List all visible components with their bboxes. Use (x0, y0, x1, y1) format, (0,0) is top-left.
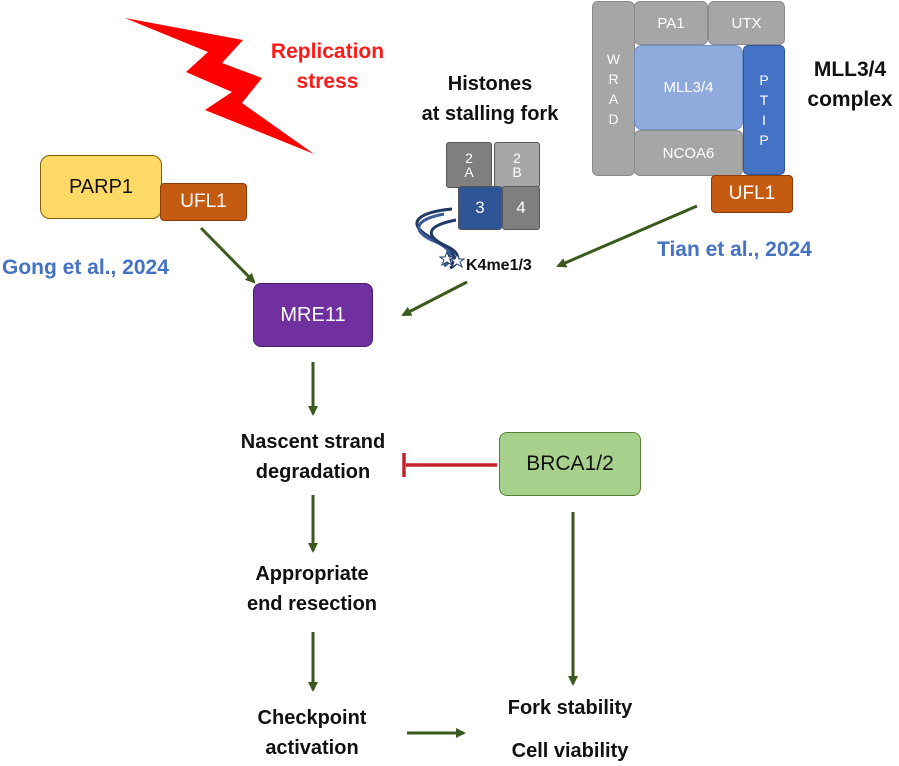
brca-box: BRCA1/2 (499, 432, 641, 496)
h2b-letter: B (512, 164, 522, 180)
wrad-r: R (608, 70, 619, 87)
appropriate-line: Appropriate (255, 563, 369, 585)
wrad-a: A (608, 90, 619, 107)
parp1-box: PARP1 (40, 155, 162, 219)
histones-title: Histones at stalling fork (400, 69, 580, 129)
mre11-box: MRE11 (253, 283, 373, 347)
arrow-ufl1-to-k4me (556, 204, 698, 268)
k4me-label: K4me1/3 (466, 257, 532, 274)
checkpoint-line: Checkpoint (257, 707, 367, 729)
stress-line: stress (296, 70, 359, 93)
arrow-ufl1-to-mre11 (199, 226, 256, 284)
histone-h2b: 2 B (494, 142, 540, 188)
utx-subunit: UTX (708, 1, 785, 45)
ncoa6-label: NCOA6 (662, 144, 715, 162)
ufl1-right-box: UFL1 (711, 175, 793, 213)
h2b-digit: 2 (513, 150, 521, 166)
pa1-subunit: PA1 (634, 1, 708, 45)
nascent-line1: Nascent strand (240, 431, 386, 453)
parp1-label: PARP1 (68, 175, 134, 198)
h3-label: 3 (475, 198, 485, 217)
nascent-line2: degradation (255, 461, 371, 483)
cell-viability-label: Cell viability (511, 740, 629, 762)
utx-label: UTX (731, 14, 762, 32)
h2a-digit: 2 (465, 150, 473, 166)
ufl1-right-label: UFL1 (728, 183, 776, 204)
h4-label: 4 (516, 198, 526, 217)
fork-stability-label: Fork stability (507, 697, 633, 719)
end-resection-label: Appropriate end resection (212, 559, 412, 619)
ncoa6-subunit: NCOA6 (634, 130, 743, 176)
mre11-label: MRE11 (280, 303, 346, 326)
activation-line: activation (265, 737, 359, 759)
brca-label: BRCA1/2 (526, 452, 614, 475)
ptip-subunit: P T I P (743, 45, 785, 175)
histones-line: Histones (447, 73, 533, 95)
histone-h2a: 2 A (446, 142, 492, 188)
end-resection-line: end resection (246, 593, 378, 615)
wrad-subunit: W R A D (592, 1, 635, 176)
tian-citation: Tian et al., 2024 (657, 238, 812, 261)
ptip-t: T (759, 92, 769, 108)
mll-title-line1: MLL3/4 (813, 58, 887, 81)
ufl1-left-box: UFL1 (160, 183, 247, 221)
arrow-k4me-to-mre11 (401, 280, 468, 317)
wrad-w: W (606, 50, 621, 67)
wrad-d: D (608, 110, 619, 127)
methyl-star-icon (438, 250, 466, 269)
checkpoint-label: Checkpoint activation (212, 703, 412, 763)
replication-line: Replication (270, 40, 385, 63)
histone-h4: 4 (502, 186, 540, 230)
h2a-letter: A (464, 164, 474, 180)
ufl1-left-label: UFL1 (180, 191, 227, 212)
lightning-bolt-icon (125, 18, 314, 154)
ptip-p2: P (759, 132, 769, 148)
stalling-fork-line: at stalling fork (421, 103, 559, 125)
ptip-i: I (762, 112, 766, 128)
gong-citation: Gong et al., 2024 (2, 256, 169, 279)
histone-h3: 3 (458, 186, 502, 230)
replication-stress-label: Replication stress (255, 37, 400, 97)
mll34-subunit: MLL3/4 (634, 45, 743, 130)
mll-complex-title: MLL3/4 complex (790, 55, 899, 115)
ptip-p: P (759, 72, 769, 88)
pa1-label: PA1 (657, 14, 685, 32)
mll-title-line2: complex (807, 88, 893, 111)
nascent-strand-label: Nascent strand degradation (213, 427, 413, 487)
mll34-label: MLL3/4 (663, 79, 714, 96)
